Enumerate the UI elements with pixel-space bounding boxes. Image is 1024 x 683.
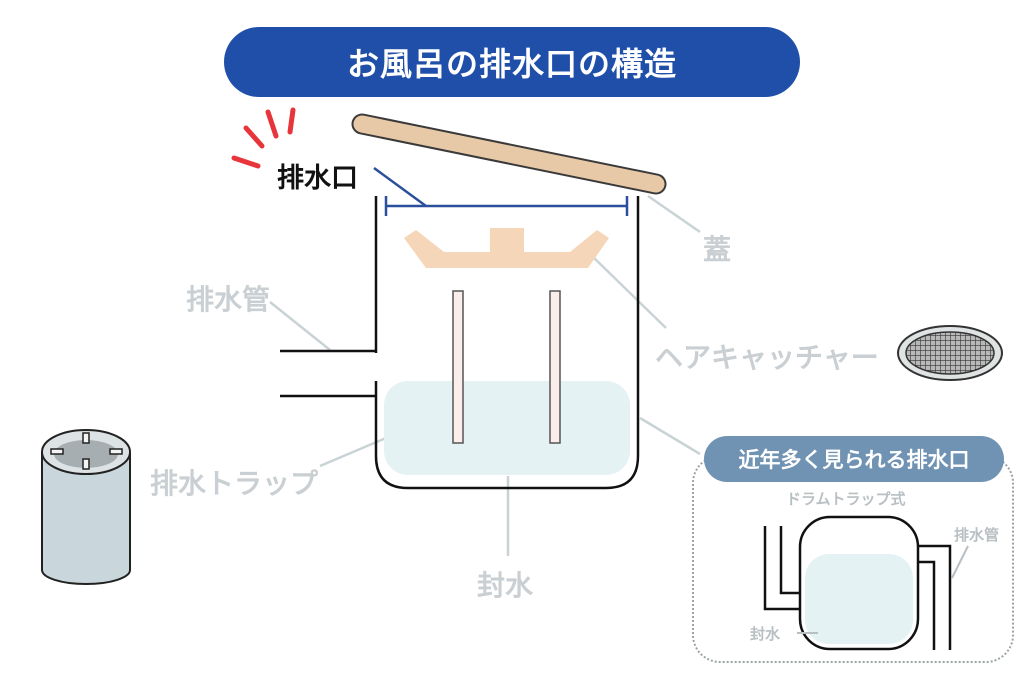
water-seal-area: [384, 381, 630, 475]
hair-catcher: [404, 228, 609, 268]
inset-heading-text: 近年多く見られる排水口: [738, 448, 970, 472]
body-leader: [639, 416, 701, 456]
drain-trap-label: 排水トラップ: [150, 467, 319, 500]
hair-catcher-label: ヘアキャッチャー: [655, 341, 879, 374]
drain-pipe-leader: [269, 301, 331, 351]
inset-subtitle: ドラムトラップ式: [786, 490, 906, 508]
drum-trap-drawing: [763, 515, 969, 651]
drain-pipe-label: 排水管: [186, 283, 271, 316]
drain-outlet-label: 排水口: [277, 163, 358, 194]
title-banner: お風呂の排水口の構造: [224, 27, 800, 97]
drain-trap-body: [374, 196, 640, 490]
mesh-filter-icon: [897, 325, 1003, 381]
hair-catcher-leader: [591, 255, 667, 329]
page-title: お風呂の排水口の構造: [346, 45, 677, 83]
inset-panel: [692, 455, 1014, 663]
inset-heading: 近年多く見られる排水口: [704, 436, 1004, 482]
trap-plates: [452, 290, 561, 444]
lid-label: 蓋: [703, 233, 732, 266]
trap-canister-icon: [41, 429, 131, 585]
emphasis-marks: [231, 107, 296, 169]
inset-drain-pipe-label: 排水管: [954, 526, 1000, 544]
inset-water-seal-label: 封水: [750, 625, 781, 643]
water-seal-label: 封水: [477, 569, 534, 602]
drain-outlet-measure: [373, 166, 629, 216]
lid-leader: [647, 194, 701, 234]
drain-pipe: [280, 349, 376, 398]
